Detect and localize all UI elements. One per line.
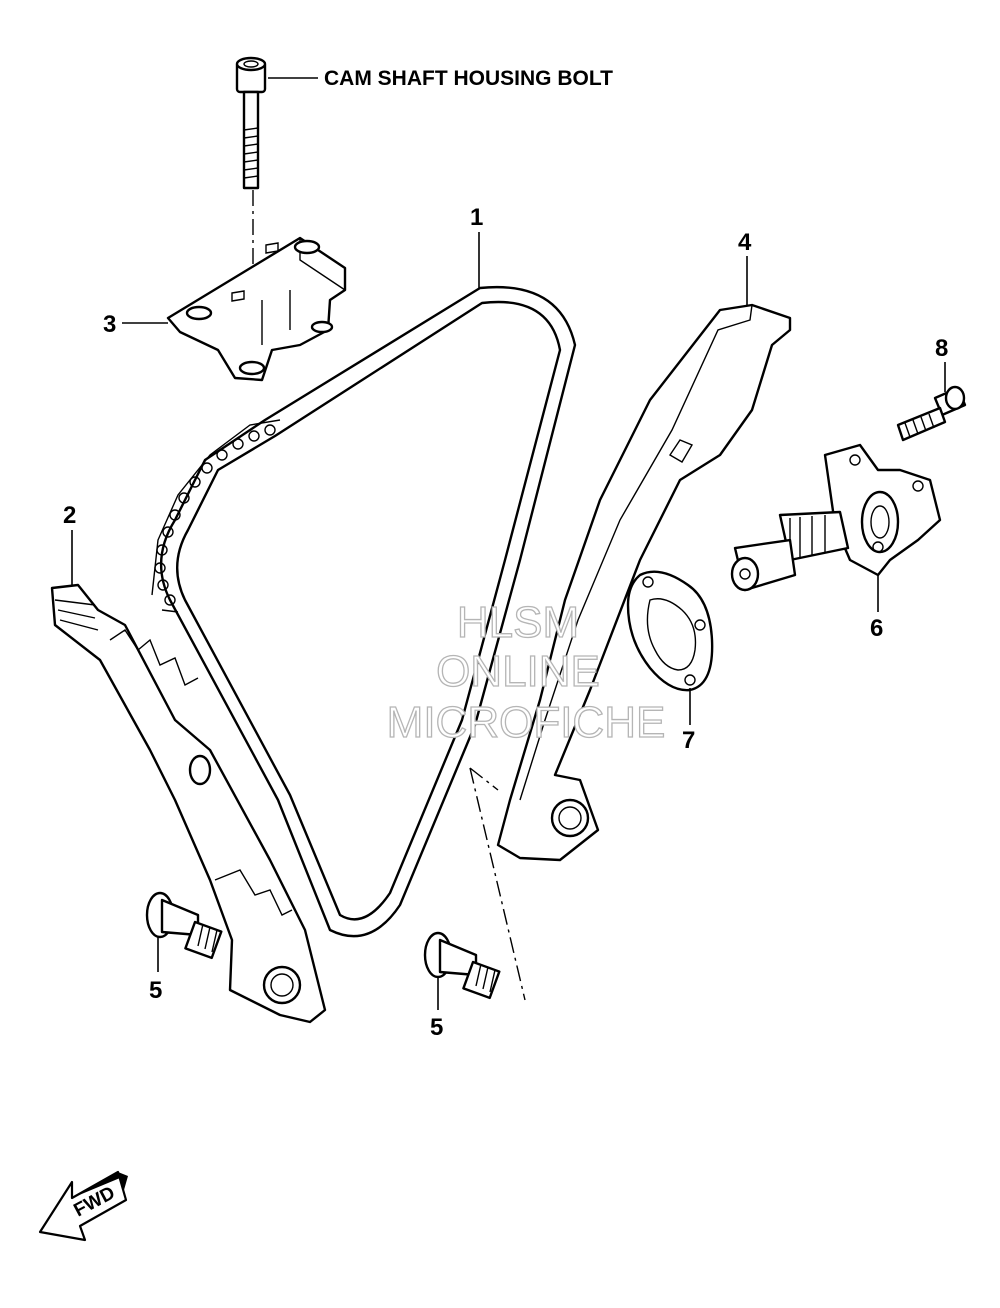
- watermark-line-2: ONLINE: [436, 647, 600, 696]
- ref-6: 6: [870, 615, 883, 642]
- ref-5-left: 5: [149, 977, 162, 1004]
- part-6-tensioner-adjuster[interactable]: [730, 443, 942, 592]
- part-8-adjuster-bolt[interactable]: [896, 385, 967, 442]
- ref-5-right: 5: [430, 1014, 443, 1041]
- part-1-timing-chain[interactable]: [151, 285, 577, 938]
- cam-shaft-housing-bolt[interactable]: [235, 56, 267, 190]
- part-2-chain-guide[interactable]: [50, 583, 327, 1024]
- part-3-housing[interactable]: [166, 236, 347, 382]
- cam-shaft-housing-bolt-label: CAM SHAFT HOUSING BOLT: [324, 67, 613, 90]
- ref-4: 4: [738, 229, 752, 256]
- ref-2: 2: [63, 502, 76, 529]
- ref-3: 3: [103, 311, 116, 338]
- part-7-gasket[interactable]: [626, 570, 714, 692]
- ref-7: 7: [682, 727, 695, 754]
- chain-links: [151, 419, 281, 613]
- part-4-chain-tensioner-guide[interactable]: [496, 303, 792, 862]
- fwd-arrow-icon: FWD: [38, 1170, 128, 1242]
- ref-8: 8: [935, 335, 948, 362]
- watermark-line-1: HLSM: [457, 598, 579, 647]
- watermark: HLSM ONLINE MICROFICHE: [386, 597, 666, 747]
- part-5-guide-bolt-right[interactable]: [423, 931, 501, 1000]
- part-5-guide-bolt-left[interactable]: [145, 891, 223, 960]
- watermark-line-3: MICROFICHE: [387, 698, 666, 747]
- ref-1: 1: [470, 204, 483, 231]
